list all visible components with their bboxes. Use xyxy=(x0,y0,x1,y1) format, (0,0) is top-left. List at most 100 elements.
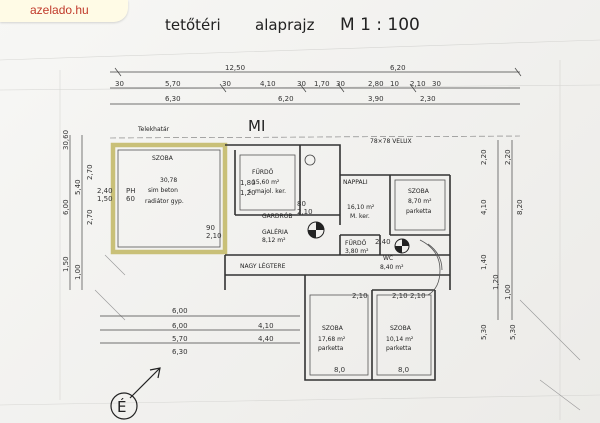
room-furdo-small-name: FÜRDŐ xyxy=(345,240,367,247)
room-nappali-floor: M. ker. xyxy=(350,213,370,220)
dim-r2-4: 30 xyxy=(297,80,306,88)
section-mark: MI xyxy=(248,117,265,135)
bottom-dim-0: 6,00 xyxy=(172,307,188,315)
dim-r2-1: 5,70 xyxy=(165,80,181,88)
room-furdo-top-floor: s. majol. ker. xyxy=(248,188,286,195)
room-szoba-left-note: radiátor gyp. xyxy=(145,198,184,205)
dim-r3-1: 6,20 xyxy=(278,95,294,103)
title-scale: M 1 : 100 xyxy=(340,15,420,35)
dim-r2-2: 30 xyxy=(222,80,231,88)
right-dim-0: 2,20 xyxy=(480,149,488,165)
room-nappali-area: 16,10 m² xyxy=(347,204,375,211)
left-dim-1: 6,00 xyxy=(62,199,70,215)
room-szoba-rt-floor: parketta xyxy=(406,208,432,215)
dim-r2-10: 30 xyxy=(432,80,441,88)
misc-12: 2,10 xyxy=(410,292,426,300)
title-part1: tetőtéri xyxy=(165,16,221,34)
bottom-dim-1: 6,00 xyxy=(172,322,188,330)
dim-top-6-20: 6,20 xyxy=(390,64,406,72)
misc-7: 2,10 xyxy=(297,208,313,216)
top-dimensions: 12,50 6,20 30 5,70 30 4,10 30 1,70 30 2,… xyxy=(110,64,522,105)
dim-r3-0: 6,30 xyxy=(165,95,181,103)
north-label: É xyxy=(117,397,126,416)
dim-r3-2: 3,90 xyxy=(368,95,384,103)
room-szoba-br-floor: parketta xyxy=(386,345,412,352)
paper-texture xyxy=(0,39,600,420)
left-dimensions: 30,60 6,00 5,40 2,70 2,70 1,50 1,00 xyxy=(62,130,94,290)
misc-13: 2,10 xyxy=(392,292,408,300)
north-arrow: É xyxy=(110,367,161,420)
misc-6: 80 xyxy=(297,200,306,208)
boundary-label: Telekhatár xyxy=(137,126,170,133)
misc-4: 90 xyxy=(206,224,215,232)
room-nappali-name: NAPPALI xyxy=(343,179,368,186)
right-dim-4: 1,40 xyxy=(480,254,488,270)
velux-label: 78×78 VELUX xyxy=(370,138,412,145)
right-dim-5: 1,20 xyxy=(492,274,500,290)
room-labels: SZOBA 30,78 sim beton radiátor gyp. FÜRD… xyxy=(145,155,432,352)
dim-r2-6: 30 xyxy=(336,80,345,88)
right-dimensions: 2,20 2,20 4,10 8,20 1,40 1,20 1,00 5,30 … xyxy=(480,140,524,340)
misc-10: 1,80 xyxy=(240,179,256,187)
room-furdo-top-area: 15,60 m² xyxy=(252,179,280,186)
room-szoba-bl-name: SZOBA xyxy=(322,325,344,332)
misc-2: 2,40 xyxy=(97,187,113,195)
misc-9: 2,40 xyxy=(375,238,391,246)
room-gardrob-area: 8,12 m² xyxy=(262,237,286,244)
room-szoba-br-name: SZOBA xyxy=(390,325,412,332)
room-legtere-name: NAGY LÉGTERE xyxy=(240,262,286,270)
title-part2: alaprajz xyxy=(255,16,315,34)
misc-1: 60 xyxy=(126,195,135,203)
left-dim-2: 5,40 xyxy=(74,179,82,195)
misc-15: 8,0 xyxy=(398,366,409,374)
right-dim-8: 5,30 xyxy=(509,324,517,340)
dim-r2-3: 4,10 xyxy=(260,80,276,88)
right-dim-7: 5,30 xyxy=(480,324,488,340)
dim-top-12-50: 12,50 xyxy=(225,64,245,72)
room-galeria-name: GALÉRIA xyxy=(262,228,289,236)
room-szoba-rt-name: SZOBA xyxy=(408,188,430,195)
left-dim-3: 2,70 xyxy=(86,164,94,180)
right-dim-2: 4,10 xyxy=(480,199,488,215)
room-furdo-top-name: FÜRDŐ xyxy=(252,169,274,176)
misc-11: 1,20 xyxy=(240,189,256,197)
dim-r2-5: 1,70 xyxy=(314,80,330,88)
misc-14: 8,0 xyxy=(334,366,345,374)
bottom-dim-4: 6,30 xyxy=(172,348,188,356)
room-wc-name: WC xyxy=(383,255,393,262)
misc-5: 2,10 xyxy=(206,232,222,240)
bottom-dim-5: 4,40 xyxy=(258,335,274,343)
right-dim-6: 1,00 xyxy=(504,284,512,300)
room-szoba-bl-floor: parketta xyxy=(318,345,344,352)
room-furdo-small-area: 3,80 m² xyxy=(345,248,369,255)
bottom-dim-3: 4,10 xyxy=(258,322,274,330)
bottom-dim-2: 5,70 xyxy=(172,335,188,343)
room-szoba-rt-area: 8,70 m² xyxy=(408,198,432,205)
room-szoba-left-floor: sim beton xyxy=(148,187,178,194)
watermark-text: azelado.hu xyxy=(30,3,89,17)
north-circle xyxy=(110,392,138,420)
room-wc-area: 8,40 m² xyxy=(380,264,404,271)
bottom-dimensions: 6,00 6,00 5,70 4,10 6,30 4,40 xyxy=(100,307,300,356)
dim-r2-9: 2,10 xyxy=(410,80,426,88)
walls xyxy=(110,142,451,381)
dim-r2-0: 30 xyxy=(115,80,124,88)
misc-3: 1,50 xyxy=(97,195,113,203)
dim-r2-8: 10 xyxy=(390,80,399,88)
left-dim-5: 1,50 xyxy=(62,256,70,272)
room-szoba-left-name: SZOBA xyxy=(152,155,174,162)
watermark-badge: azelado.hu xyxy=(0,0,128,22)
left-dim-6: 1,00 xyxy=(74,264,82,280)
misc-0: PH xyxy=(126,187,136,195)
room-gardrob-name: GARDRÓB xyxy=(262,213,293,220)
left-dim-4: 2,70 xyxy=(86,209,94,225)
dim-r2-7: 2,80 xyxy=(368,80,384,88)
room-szoba-left-area: 30,78 xyxy=(160,177,177,184)
room-szoba-bl-area: 17,68 m² xyxy=(318,336,346,343)
misc-8: 2,10 xyxy=(352,292,368,300)
dim-r3-3: 2,30 xyxy=(420,95,436,103)
right-dim-1: 2,20 xyxy=(504,149,512,165)
left-dim-0: 30,60 xyxy=(62,130,70,150)
